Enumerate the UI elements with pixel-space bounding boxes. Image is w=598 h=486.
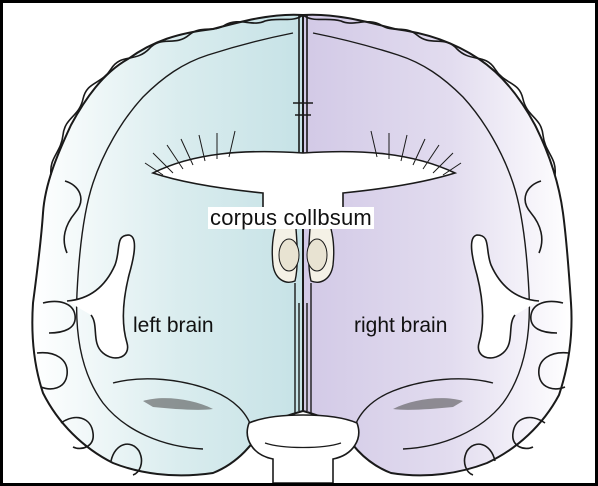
left-brain-label: left brain [133,315,214,336]
left-nucleus [279,239,299,271]
corpus-callosum-label: corpus collbsum [208,207,374,229]
brainstem [247,415,358,483]
right-nucleus [307,239,327,271]
right-brain-label: right brain [354,315,447,336]
brain-coronal-section [3,3,595,483]
